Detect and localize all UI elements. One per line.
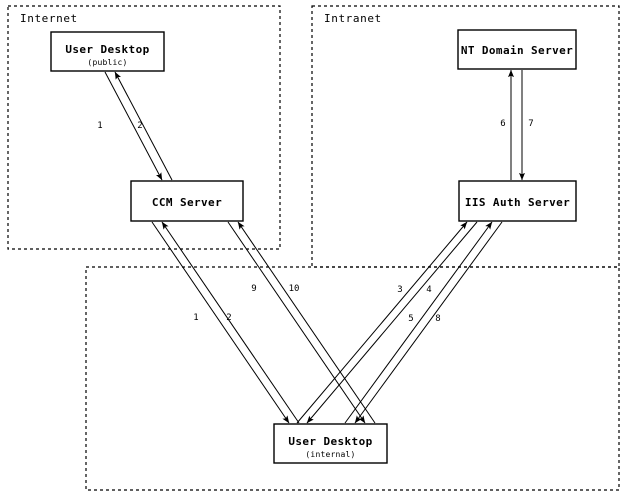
node-nt-domain-server-title: NT Domain Server [461,44,573,57]
flow-group-internal-ccm-12 [151,221,300,424]
flow-group-public-ccm [104,71,173,181]
node-user-desktop-public-title: User Desktop [65,43,149,56]
flow-group-internal-iis-34 [296,221,478,424]
flow-group-internal-ccm-910 [227,221,376,424]
node-iis-auth-server[interactable]: IIS Auth Server [458,180,577,222]
flow-line-5 [344,221,493,424]
flow-line-10 [227,221,366,424]
node-iis-auth-server-box[interactable] [458,180,577,222]
node-user-desktop-internal-box[interactable] [273,423,388,464]
flow-line-8 [354,221,503,424]
node-user-desktop-internal[interactable]: User Desktop (internal) [273,423,388,464]
flow-line-1-public [104,71,163,181]
node-ccm-server-box[interactable] [130,180,244,222]
zone-internal-boundary [85,266,620,491]
node-user-desktop-internal-title: User Desktop [288,435,372,448]
flow-line-3 [296,221,468,424]
zone-intranet-label: Intranet [324,12,382,25]
node-user-desktop-public-box[interactable] [50,31,165,72]
step-label-10: 10 [289,284,300,294]
step-label-internal-2: 2 [226,313,231,323]
step-label-public-1: 1 [97,121,102,131]
node-nt-domain-server[interactable]: NT Domain Server [457,29,577,70]
node-ccm-server[interactable]: CCM Server [130,180,244,222]
flow-group-internal-iis-58 [344,221,503,424]
step-label-7: 7 [528,119,533,129]
node-nt-domain-server-box[interactable] [457,29,577,70]
flow-line-2-internal [151,221,290,424]
node-iis-auth-server-title: IIS Auth Server [465,196,570,209]
step-label-6: 6 [500,119,505,129]
step-label-8: 8 [435,314,440,324]
step-label-9: 9 [251,284,256,294]
zone-internet-label: Internet [20,12,78,25]
node-user-desktop-public[interactable]: User Desktop (public) [50,31,165,72]
zone-internet-boundary [7,5,281,250]
step-label-public-2: 2 [137,121,142,131]
flow-line-4 [306,221,478,424]
node-user-desktop-internal-subtitle: (internal) [305,450,355,459]
flow-line-1-internal [161,221,300,424]
flow-line-9 [237,221,376,424]
node-ccm-server-title: CCM Server [152,196,222,209]
step-label-internal-1: 1 [193,313,198,323]
step-label-3: 3 [397,285,402,295]
node-user-desktop-public-subtitle: (public) [87,58,127,67]
flow-group-iis-nt [508,69,525,181]
step-label-5: 5 [408,314,413,324]
step-label-4: 4 [426,285,431,295]
flow-line-2-public [114,71,173,181]
